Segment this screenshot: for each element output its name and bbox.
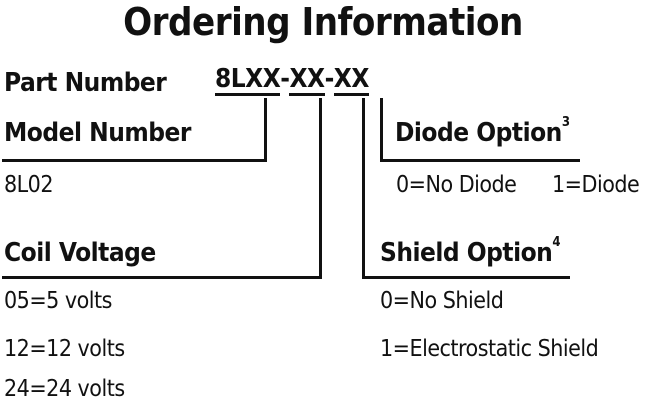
diode-option-footnote: 3	[561, 115, 570, 130]
diode-option-label: Diode Option	[395, 118, 562, 148]
part-segment-model: 8LXX	[215, 65, 281, 97]
shield-option-connector-horizontal	[362, 276, 570, 279]
diode-option-heading: Diode Option3	[395, 115, 570, 148]
part-number-label: Part Number	[4, 68, 167, 98]
coil-voltage-option: 24=24 volts	[4, 376, 125, 402]
shield-option-connector-vertical	[362, 98, 365, 279]
coil-voltage-connector-horizontal	[2, 276, 322, 279]
model-number-heading: Model Number	[4, 118, 191, 148]
model-number-connector-horizontal	[2, 159, 267, 162]
part-separator-1: -	[280, 64, 290, 94]
shield-option-heading: Shield Option4	[380, 235, 560, 268]
shield-option-footnote: 4	[552, 235, 560, 250]
part-segment-options: XX	[333, 65, 369, 97]
coil-voltage-option: 12=12 volts	[4, 336, 125, 362]
model-number-option: 8L02	[4, 172, 54, 198]
coil-voltage-connector-vertical	[319, 98, 322, 279]
part-segment-coil: XX	[289, 65, 325, 97]
page-title: Ordering Information	[123, 0, 523, 44]
diode-option-choice: 1=Diode	[552, 172, 640, 198]
coil-voltage-option: 05=5 volts	[4, 288, 112, 314]
diode-option-choice: 0=No Diode	[396, 172, 517, 198]
shield-option-choice: 0=No Shield	[380, 288, 504, 314]
shield-option-choice: 1=Electrostatic Shield	[380, 336, 599, 362]
model-number-connector-vertical	[264, 98, 267, 162]
diode-option-connector-horizontal	[380, 159, 580, 162]
coil-voltage-heading: Coil Voltage	[4, 238, 156, 268]
part-separator-2: -	[324, 64, 335, 94]
part-number-code: 8LXX-XX-XX	[215, 64, 369, 97]
shield-option-label: Shield Option	[380, 238, 553, 268]
diode-option-connector-vertical	[380, 98, 383, 162]
